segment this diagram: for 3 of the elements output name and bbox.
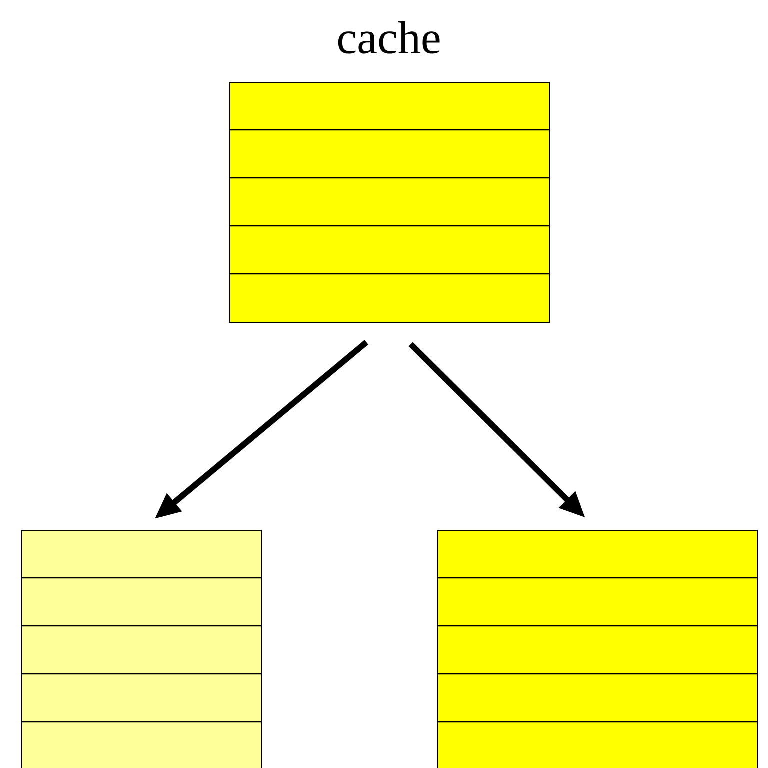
heading: cache bbox=[338, 21, 440, 54]
stack-box bbox=[21, 530, 262, 768]
stack-box bbox=[437, 530, 758, 768]
